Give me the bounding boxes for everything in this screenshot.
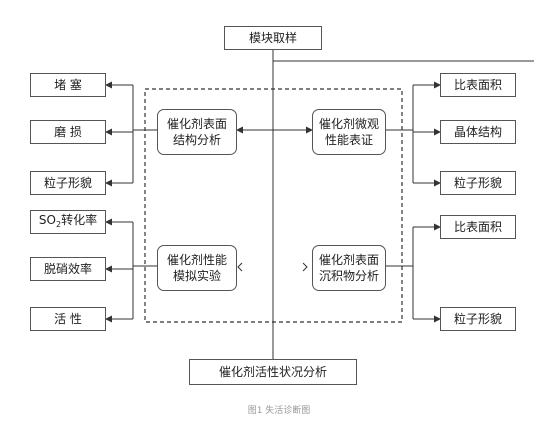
- micro-performance-box: 催化剂微观 性能表证: [312, 109, 386, 155]
- particle-morphology-box-right-1: 粒子形貌: [440, 171, 516, 195]
- module-sampling-box: 模块取样: [224, 26, 322, 50]
- so2-conversion-label: SO2转化率: [39, 212, 97, 233]
- so2-conversion-box: SO2转化率: [30, 210, 106, 234]
- specific-surface-area-box-2: 比表面积: [440, 215, 516, 239]
- so2-subscript: 2: [55, 219, 62, 229]
- denox-efficiency-box: 脱硝效率: [30, 257, 106, 281]
- figure-caption: 图1 失活诊断图: [247, 406, 311, 416]
- activity-analysis-label: 催化剂活性状况分析: [218, 365, 327, 379]
- crystal-structure-box: 晶体结构: [440, 120, 516, 144]
- particle-morphology-box-left: 粒子形貌: [30, 171, 106, 195]
- so2-label: SO: [38, 212, 56, 227]
- module-sampling-label: 模块取样: [248, 31, 297, 45]
- deposit-analysis-box: 催化剂表面 沉积物分析: [312, 245, 386, 291]
- surface-structure-box: 催化剂表面 结构分析: [157, 109, 237, 155]
- activity-analysis-box: 催化剂活性状况分析: [189, 359, 357, 385]
- abrasion-box: 磨 损: [30, 120, 106, 144]
- clogging-box: 堵 塞: [30, 73, 106, 97]
- simulation-experiment-box: 催化剂性能 模拟实验: [157, 245, 237, 291]
- specific-surface-area-box-1: 比表面积: [440, 73, 516, 97]
- particle-morphology-box-right-2: 粒子形貌: [440, 307, 516, 331]
- conversion-rate-label: 转化率: [61, 212, 98, 227]
- activity-box: 活 性: [30, 307, 106, 331]
